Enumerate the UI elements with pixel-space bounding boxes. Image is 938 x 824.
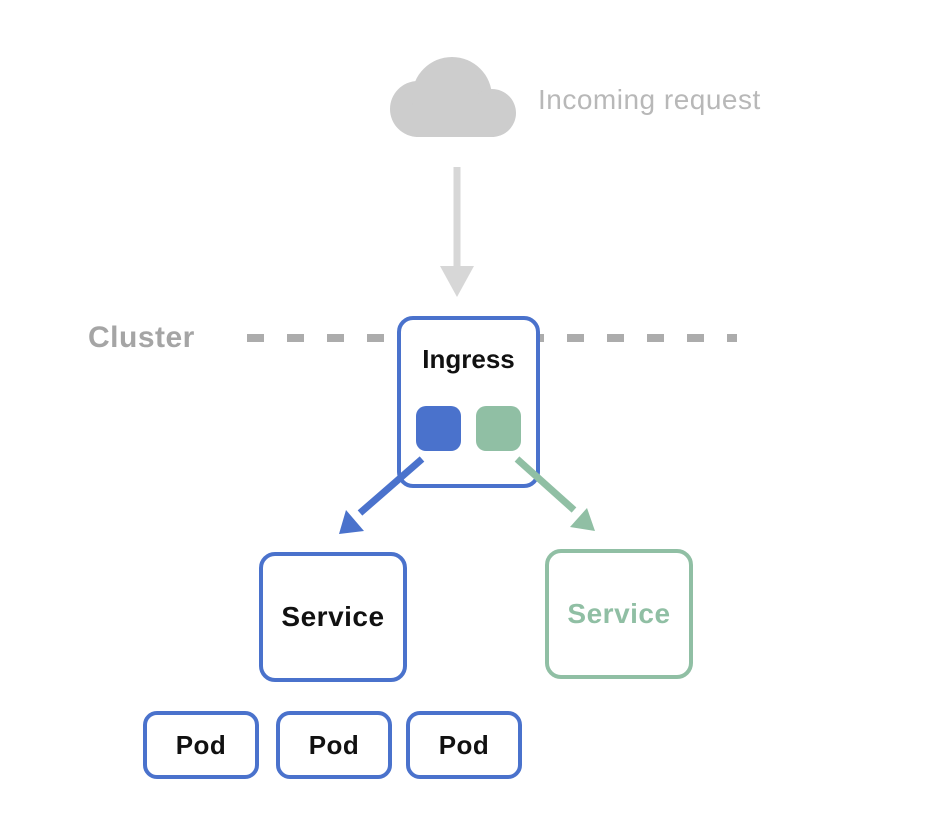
service-green-label: Service bbox=[567, 598, 671, 629]
incoming-request-label: Incoming request bbox=[538, 84, 761, 115]
service-blue-label: Service bbox=[281, 601, 385, 632]
cloud-icon bbox=[390, 57, 516, 137]
pod-label: Pod bbox=[175, 729, 227, 760]
ingress-node: Ingress bbox=[397, 316, 540, 488]
service-green-node: Service bbox=[545, 549, 693, 679]
route-swatch-row bbox=[416, 406, 521, 451]
pod-label: Pod bbox=[438, 729, 490, 760]
pod-node: Pod bbox=[143, 711, 259, 779]
blue-route-swatch bbox=[416, 406, 461, 451]
service-blue-node: Service bbox=[259, 552, 407, 682]
green-route-swatch bbox=[476, 406, 521, 451]
down-arrow-icon bbox=[440, 167, 474, 297]
cluster-label: Cluster bbox=[88, 321, 195, 354]
ingress-label: Ingress bbox=[422, 344, 515, 374]
pod-label: Pod bbox=[308, 729, 360, 760]
pod-node: Pod bbox=[276, 711, 392, 779]
pod-node: Pod bbox=[406, 711, 522, 779]
